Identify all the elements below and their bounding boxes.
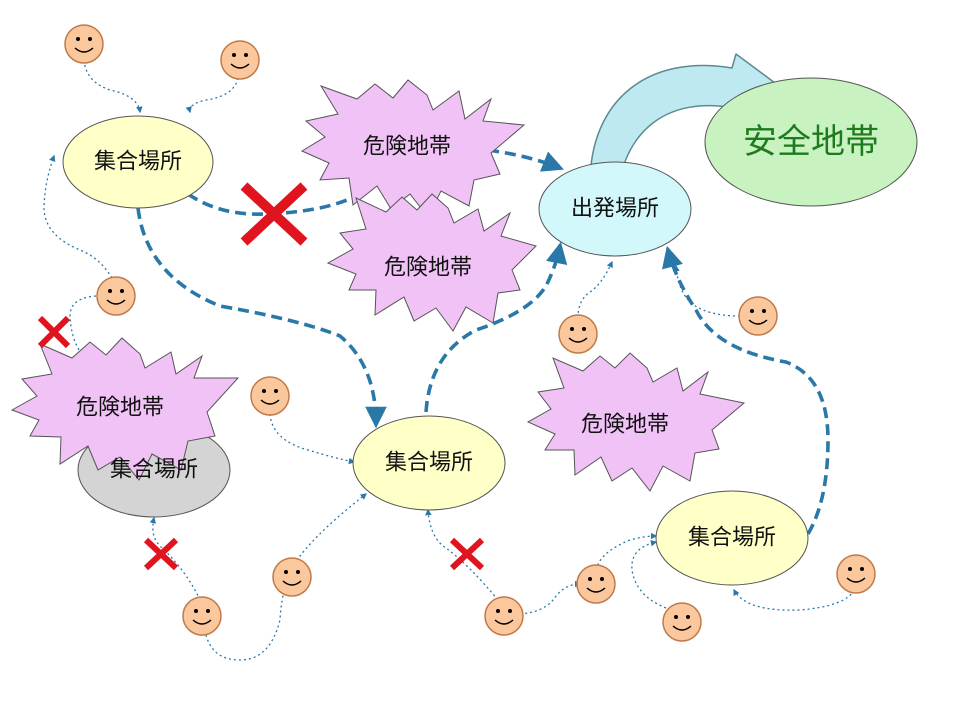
- node-departure: 出発場所: [538, 161, 692, 257]
- blocked-marks: [37, 182, 485, 571]
- node-label: 出発場所: [571, 197, 659, 222]
- smiley-face-icon: [558, 314, 598, 354]
- hazard-label: 危険地帯: [363, 135, 451, 160]
- node-gather-center: 集合場所: [352, 415, 506, 511]
- node-label: 集合場所: [688, 526, 776, 551]
- cross-mark-icon: [143, 537, 179, 571]
- smiley-face-icon: [96, 276, 136, 316]
- hazard-label: 危険地帯: [76, 396, 164, 421]
- smiley-face-icon: [836, 554, 876, 594]
- hazard-left: 危険地帯: [10, 337, 240, 481]
- node-gather-top: 集合場所: [62, 115, 214, 209]
- node-gather-bottom-right: 集合場所: [655, 490, 809, 586]
- node-label: 集合場所: [94, 150, 182, 175]
- cross-mark-icon: [240, 182, 308, 246]
- node-label: 安全地帯: [743, 122, 879, 162]
- evacuation-routes: [136, 148, 830, 535]
- cross-mark-icon: [449, 537, 485, 571]
- smiley-face-icon: [250, 376, 290, 416]
- smiley-face-icon: [220, 40, 260, 80]
- node-label: 集合場所: [385, 451, 473, 476]
- hazard-top: 危険地帯: [300, 79, 526, 218]
- cross-mark-icon: [37, 315, 71, 349]
- person-paths: [43, 59, 855, 661]
- hazard-label: 危険地帯: [384, 256, 472, 281]
- node-label: 集合場所: [110, 458, 198, 483]
- smiley-face-icon: [272, 557, 312, 597]
- curved-arrow-icon: [589, 53, 807, 191]
- node-safe-zone: 安全地帯: [704, 77, 918, 207]
- smiley-face-icon: [484, 596, 524, 636]
- smiley-face-icon: [576, 564, 616, 604]
- hazard-label: 危険地帯: [581, 413, 669, 438]
- smiley-face-icon: [662, 602, 702, 642]
- smiley-face-icon: [64, 24, 104, 64]
- smiley-face-icon: [182, 596, 222, 636]
- people: [64, 24, 876, 642]
- hazard-right: 危険地帯: [526, 352, 746, 492]
- hazard-middle: 危険地帯: [326, 193, 537, 332]
- smiley-face-icon: [738, 296, 778, 336]
